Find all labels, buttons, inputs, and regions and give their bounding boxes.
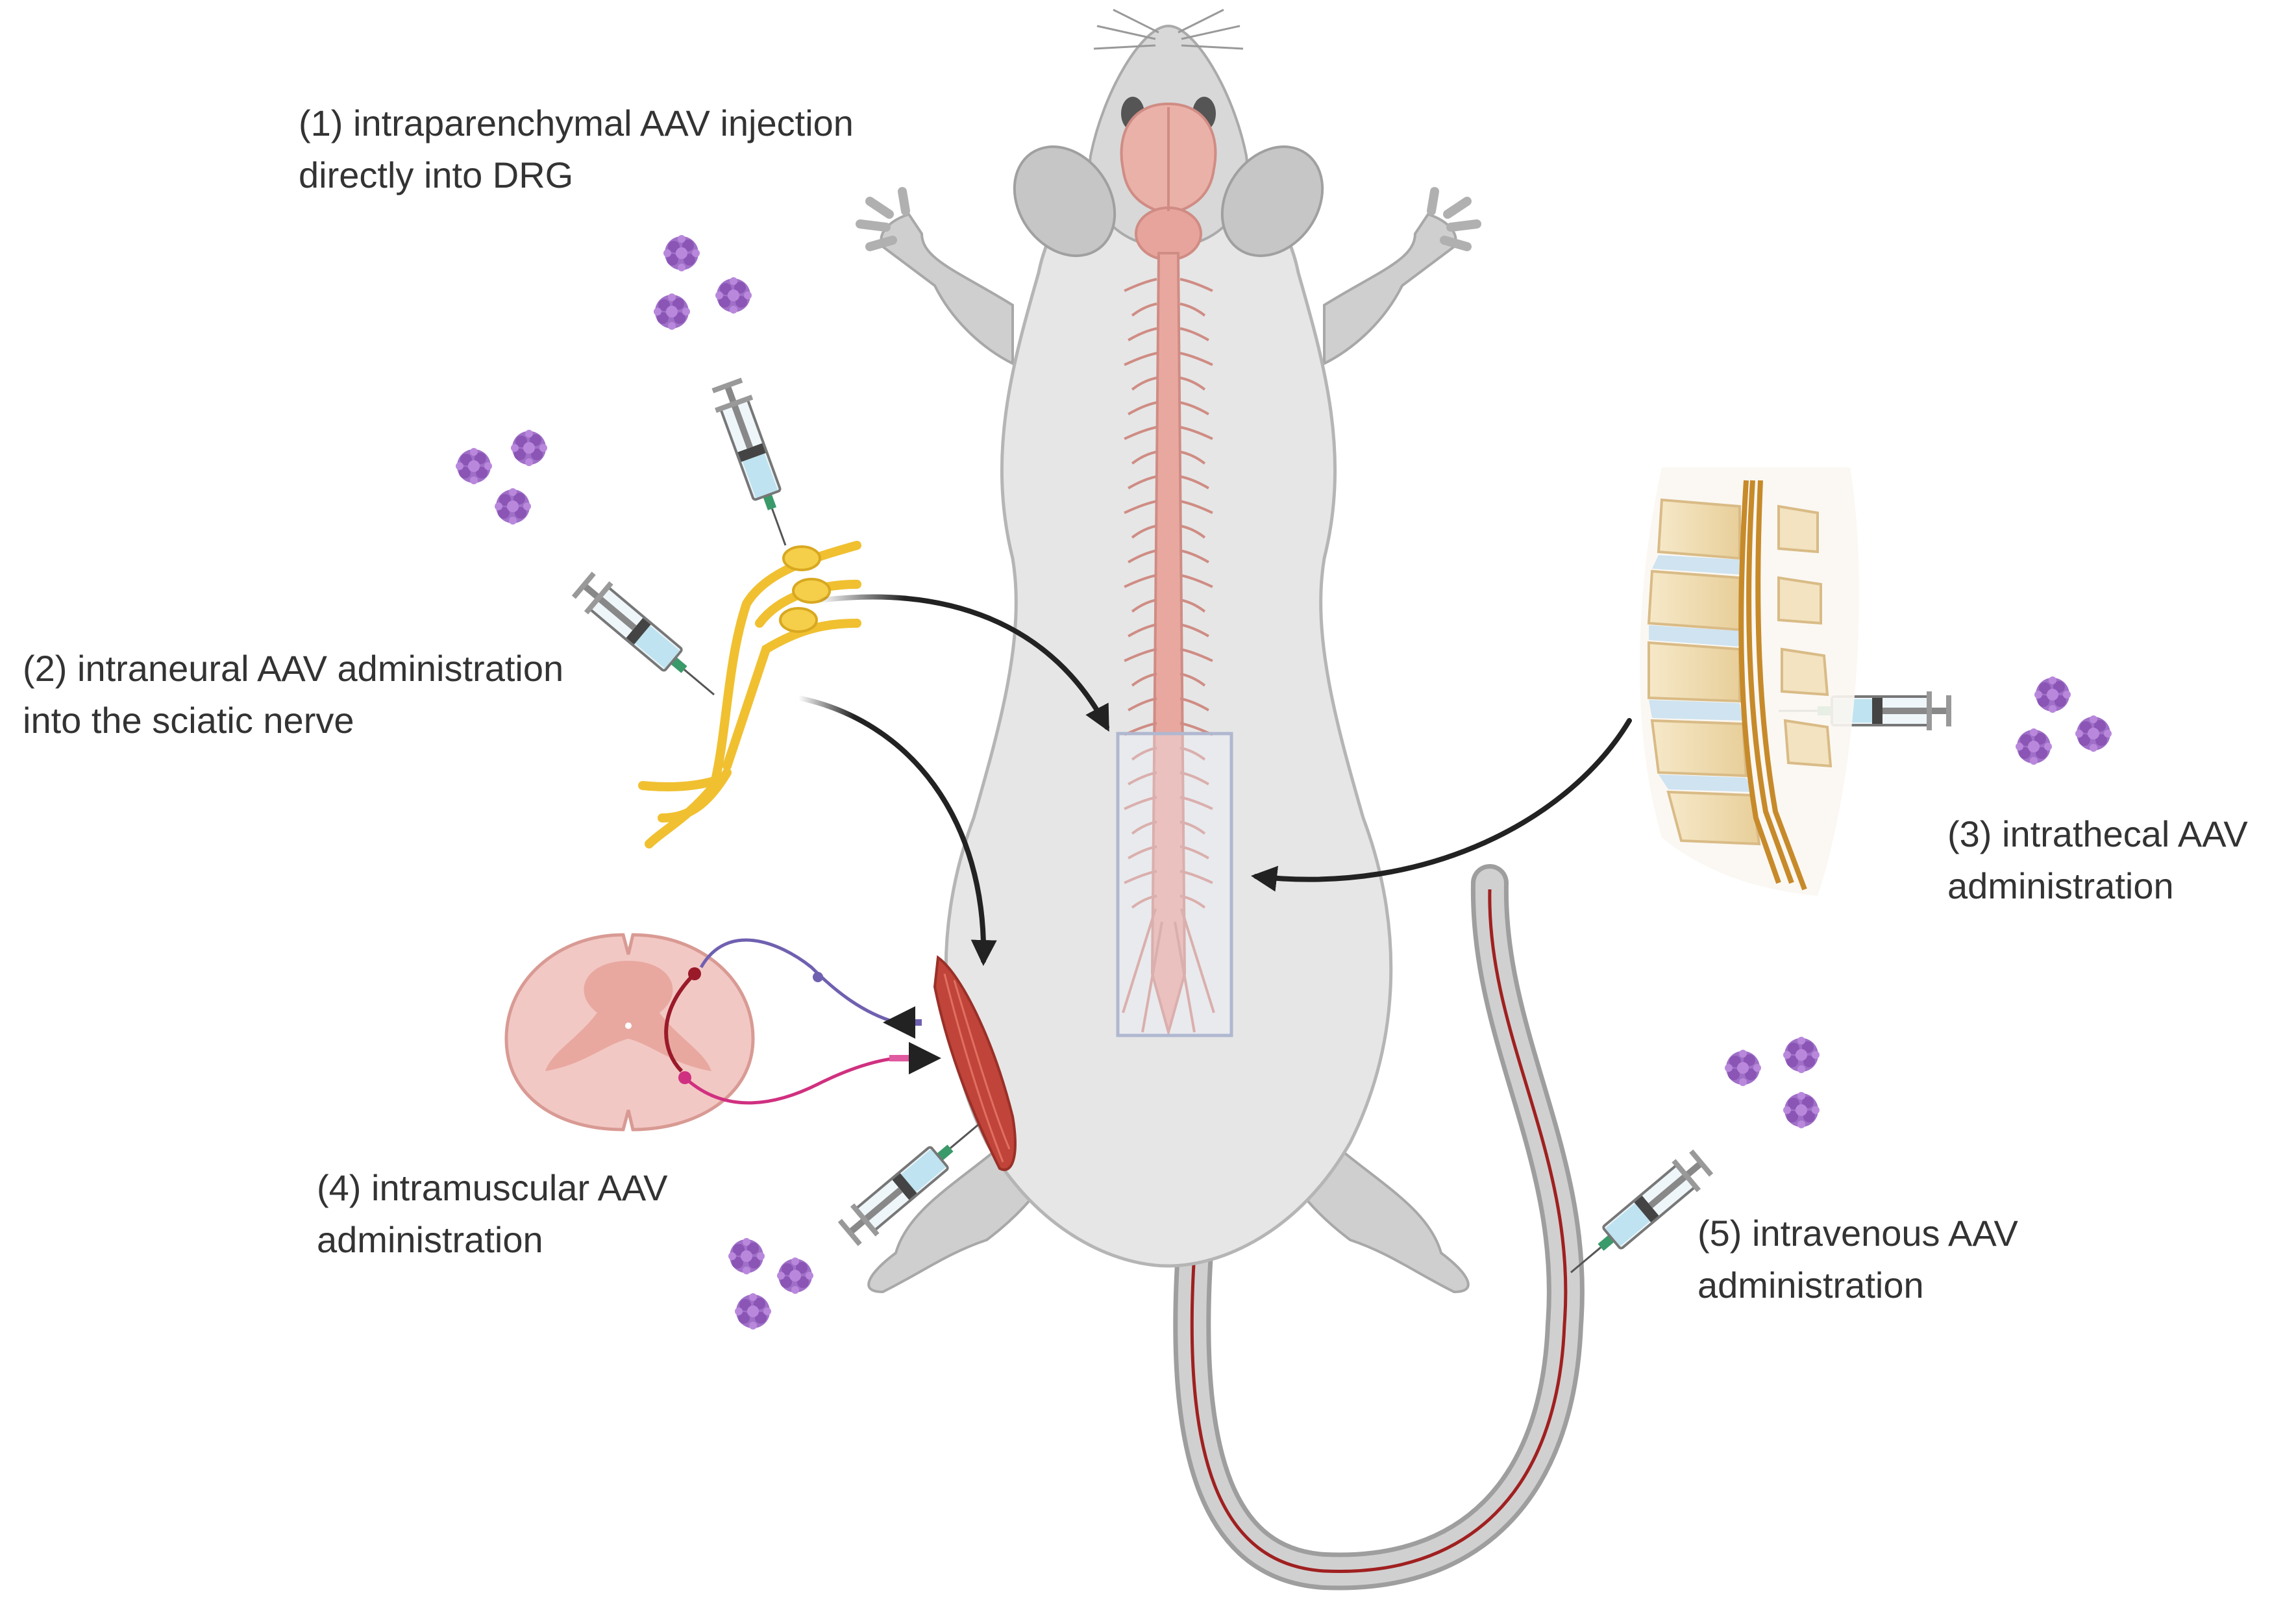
- nerve-root: [1179, 451, 1206, 465]
- cauda-equina: [1738, 480, 1807, 891]
- label-route-2-line2: into the sciatic nerve: [23, 700, 354, 741]
- nerve-root: [1179, 648, 1213, 662]
- nerve-root: [1131, 747, 1157, 761]
- right-hindlimb: [1283, 1134, 1470, 1294]
- nerve-root: [1128, 845, 1157, 860]
- spinal-cord-cross-section: [504, 933, 941, 1132]
- nerve-root: [1179, 673, 1206, 687]
- label-route-4-line2: administration: [317, 1219, 543, 1260]
- arrows: [796, 594, 1632, 966]
- arrow-sciatic-to-muscle: [796, 695, 997, 966]
- nerve-root: [1179, 574, 1213, 588]
- nerve-root: [1179, 697, 1209, 712]
- nerve-root: [1179, 377, 1206, 391]
- nerve-root: [1124, 796, 1157, 810]
- spinal-cord: [1122, 252, 1215, 1037]
- muscle: [933, 955, 1017, 1171]
- nerve-root: [1179, 821, 1206, 835]
- nerve-root: [1124, 648, 1157, 662]
- nerve-root: [1128, 549, 1157, 563]
- label-route-4: (4) intramuscular AAV administration: [317, 1162, 667, 1266]
- whiskers: [1093, 8, 1244, 50]
- nerve-root: [1179, 278, 1213, 292]
- nerve-root: [1179, 500, 1213, 514]
- nerve-root: [1131, 821, 1157, 835]
- mouse-tail: [1173, 864, 1585, 1591]
- nerve-root: [1128, 697, 1157, 712]
- sensory-neuron: [699, 938, 896, 1024]
- label-route-1: (1) intraparenchymal AAV injection direc…: [299, 97, 854, 201]
- nerve-root: [1179, 623, 1209, 638]
- nerve-root: [1179, 895, 1206, 909]
- nerve-root: [1179, 796, 1213, 810]
- nerve-root: [1179, 771, 1209, 786]
- nerve-root: [1124, 870, 1157, 884]
- tail-vein: [1190, 889, 1568, 1574]
- motor-neuron: [684, 1056, 896, 1105]
- nerve-root: [1179, 845, 1209, 860]
- nerve-root: [1128, 475, 1157, 489]
- nerve-root: [1179, 401, 1209, 415]
- label-route-5: (5) intravenous AAV administration: [1697, 1207, 2018, 1311]
- nerve-root: [1131, 525, 1157, 539]
- arrow-drg-to-spine: [815, 594, 1109, 732]
- label-route-1-line2: directly into DRG: [299, 155, 574, 195]
- nerve-root: [1179, 303, 1206, 317]
- nerve-root: [1128, 623, 1157, 638]
- lumbar-region-box: [1116, 732, 1233, 1037]
- nerve-root: [1179, 549, 1209, 563]
- nerve-root: [1179, 525, 1206, 539]
- nerve-root: [1124, 278, 1157, 292]
- label-route-3-line1: (3) intrathecal AAV: [1947, 813, 2248, 854]
- left-ear: [1013, 145, 1117, 257]
- nerve-root: [1179, 426, 1213, 440]
- nerve-root: [1131, 599, 1157, 613]
- drg-ganglia: [779, 545, 831, 633]
- nerve-root: [1124, 500, 1157, 514]
- nerve-root: [1124, 352, 1157, 366]
- nerve-root: [1179, 599, 1206, 613]
- nerve-root: [1131, 303, 1157, 317]
- label-route-3: (3) intrathecal AAV administration: [1947, 808, 2248, 912]
- label-route-2: (2) intraneural AAV administration into …: [23, 643, 563, 747]
- nerve-root: [1128, 327, 1157, 341]
- nerve-root: [1179, 747, 1206, 761]
- arrow-intrathecal-to-spine: [1251, 718, 1632, 892]
- nerve-root: [1131, 673, 1157, 687]
- label-route-5-line1: (5) intravenous AAV: [1697, 1213, 2018, 1254]
- label-route-2-line1: (2) intraneural AAV administration: [23, 648, 564, 689]
- nerve-root: [1179, 352, 1213, 366]
- right-ear: [1220, 145, 1324, 257]
- nerve-root: [1124, 426, 1157, 440]
- label-route-4-line1: (4) intramuscular AAV: [317, 1167, 668, 1208]
- nerve-root: [1131, 895, 1157, 909]
- nerve-root: [1128, 401, 1157, 415]
- nerve-root: [1179, 870, 1213, 884]
- nerve-root: [1128, 771, 1157, 786]
- nerve-root: [1179, 327, 1209, 341]
- label-route-3-line2: administration: [1947, 865, 2174, 906]
- nerve-root: [1131, 451, 1157, 465]
- left-hindlimb: [867, 1134, 1054, 1294]
- nerve-root: [1179, 475, 1209, 489]
- nerve-root: [1131, 377, 1157, 391]
- nerve-root: [1124, 574, 1157, 588]
- label-route-5-line2: administration: [1697, 1265, 1924, 1306]
- label-route-1-line1: (1) intraparenchymal AAV injection: [299, 103, 854, 143]
- lumbar-spine-illustration: [1640, 467, 1859, 896]
